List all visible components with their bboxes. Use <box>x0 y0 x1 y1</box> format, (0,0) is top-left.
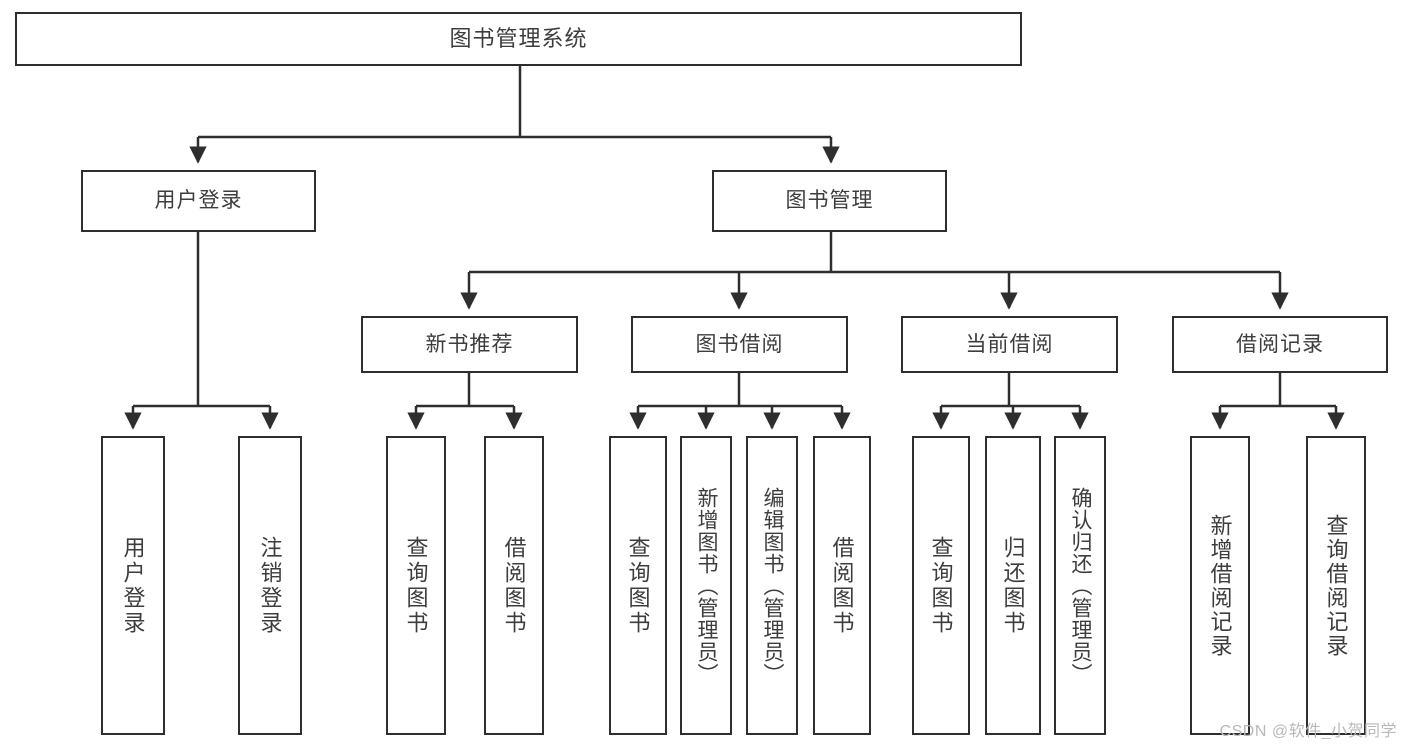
leaf-query-record[interactable]: 查询借阅记录 <box>1306 436 1366 735</box>
node-user-login[interactable]: 用户登录 <box>81 170 316 232</box>
leaf-add-book[interactable]: 新增图书（管理员） <box>680 436 732 735</box>
leaf-query-book-1[interactable]: 查询图书 <box>386 436 446 735</box>
node-root[interactable]: 图书管理系统 <box>15 12 1022 66</box>
node-book-manage-label: 图书管理 <box>785 189 874 213</box>
node-current-borrow-label: 当前借阅 <box>965 332 1054 356</box>
leaf-query-book-2[interactable]: 查询图书 <box>609 436 667 735</box>
leaf-add-record-label: 新增借阅记录 <box>1207 513 1233 658</box>
leaf-user-login-label: 用户登录 <box>120 535 146 636</box>
leaf-return-book[interactable]: 归还图书 <box>985 436 1041 735</box>
leaf-edit-book[interactable]: 编辑图书（管理员） <box>746 436 798 735</box>
leaf-query-record-label: 查询借阅记录 <box>1323 513 1349 658</box>
node-borrow-record-label: 借阅记录 <box>1236 332 1324 356</box>
node-user-login-label: 用户登录 <box>154 189 243 213</box>
leaf-return-book-label: 归还图书 <box>1000 535 1026 636</box>
leaf-edit-book-label: 编辑图书（管理员） <box>761 486 785 685</box>
leaf-logout-label: 注销登录 <box>257 535 283 636</box>
node-book-borrow-label: 图书借阅 <box>695 332 784 356</box>
node-current-borrow[interactable]: 当前借阅 <box>901 316 1118 373</box>
leaf-logout[interactable]: 注销登录 <box>238 436 302 735</box>
leaf-query-book-3[interactable]: 查询图书 <box>912 436 970 735</box>
leaf-borrow-book-1[interactable]: 借阅图书 <box>484 436 544 735</box>
leaf-borrow-book-2-label: 借阅图书 <box>829 535 855 636</box>
node-new-book-recommend-label: 新书推荐 <box>425 332 514 356</box>
leaf-add-record[interactable]: 新增借阅记录 <box>1190 436 1250 735</box>
leaf-confirm-return[interactable]: 确认归还（管理员） <box>1054 436 1106 735</box>
leaf-borrow-book-2[interactable]: 借阅图书 <box>813 436 871 735</box>
leaf-user-login[interactable]: 用户登录 <box>101 436 165 735</box>
node-book-borrow[interactable]: 图书借阅 <box>631 316 848 373</box>
node-borrow-record[interactable]: 借阅记录 <box>1172 316 1388 373</box>
node-book-manage[interactable]: 图书管理 <box>712 170 947 232</box>
leaf-query-book-3-label: 查询图书 <box>928 535 954 636</box>
leaf-query-book-2-label: 查询图书 <box>625 535 651 636</box>
node-root-label: 图书管理系统 <box>449 25 588 51</box>
leaf-query-book-1-label: 查询图书 <box>403 535 429 636</box>
leaf-add-book-label: 新增图书（管理员） <box>695 486 719 685</box>
node-new-book-recommend[interactable]: 新书推荐 <box>361 316 578 373</box>
leaf-confirm-return-label: 确认归还（管理员） <box>1069 486 1093 685</box>
leaf-borrow-book-1-label: 借阅图书 <box>501 535 527 636</box>
